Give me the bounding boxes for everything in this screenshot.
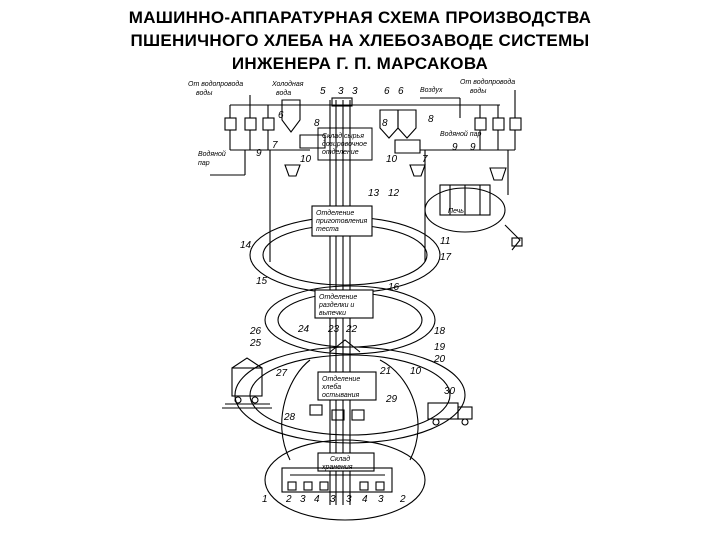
label-dough-3: теста <box>316 226 339 233</box>
ref-number-25: 25 <box>249 338 262 349</box>
diagram-title: МАШИННО-АППАРАТУРНАЯ СХЕМА ПРОИЗВОДСТВА … <box>0 6 720 75</box>
label-cooling-1: Отделение <box>322 375 360 383</box>
ring-floor-2 <box>264 285 436 355</box>
label-steam-right: Водяной пар <box>440 130 481 138</box>
title-line-2: ПШЕНИЧНОГО ХЛЕБА НА ХЛЕБОЗАВОДЕ СИСТЕМЫ <box>130 31 590 50</box>
proofer-ring <box>424 184 523 251</box>
ref-number-6c: 6 <box>278 110 284 121</box>
label-store-2: дозировочное <box>322 140 367 148</box>
ref-number-17: 17 <box>440 252 452 263</box>
label-store-1: Склад сырья <box>322 132 364 140</box>
ref-number-27: 27 <box>275 368 288 379</box>
ref-number-9c: 9 <box>470 142 476 153</box>
ref-number-11: 11 <box>440 236 450 247</box>
top-hoppers <box>281 97 507 181</box>
service-pipes <box>210 90 522 240</box>
ref-number-1: 1 <box>262 494 268 505</box>
label-water-right-1: От водопровода <box>460 78 515 86</box>
bread-carts <box>309 404 365 421</box>
ref-number-28: 28 <box>283 412 296 423</box>
ref-number-30: 30 <box>444 386 456 397</box>
label-dough-1: Отделение <box>316 209 354 217</box>
ref-number-9a: 9 <box>256 148 262 159</box>
label-water-right-2: воды <box>470 87 487 95</box>
ref-number-7b: 7 <box>422 154 428 165</box>
label-steam-left-1: Водяной <box>198 150 226 158</box>
ref-number-4b: 4 <box>362 494 368 505</box>
ref-number-19: 19 <box>434 342 446 353</box>
ref-number-10b: 10 <box>386 154 398 165</box>
label-oven: Печь <box>448 208 464 215</box>
ref-number-7a: 7 <box>272 140 278 151</box>
ref-number-9b: 9 <box>452 142 458 153</box>
label-cooling-2: хлеба <box>321 383 341 391</box>
label-store-3: отделение <box>322 148 359 156</box>
ref-number-3c: 3 <box>300 494 306 505</box>
ref-number-10a: 10 <box>300 154 312 165</box>
ref-number-5: 5 <box>320 86 326 97</box>
label-divide-1: Отделение <box>319 293 357 301</box>
ref-number-22: 22 <box>345 324 358 335</box>
label-dough-2: приготовления <box>316 218 368 225</box>
ref-number-4a: 4 <box>314 494 320 505</box>
ref-number-14: 14 <box>240 240 252 251</box>
ref-number-3e: 3 <box>346 494 352 505</box>
ref-number-24: 24 <box>297 324 310 335</box>
title-line-1: МАШИННО-АППАРАТУРНАЯ СХЕМА ПРОИЗВОДСТВА <box>128 8 592 27</box>
ref-number-12: 12 <box>388 188 400 199</box>
label-air: Воздух <box>420 86 443 94</box>
ref-number-15: 15 <box>256 276 268 287</box>
ref-number-20: 20 <box>433 354 446 365</box>
ref-number-3b: 3 <box>352 86 358 97</box>
label-divide-3: выпечки <box>319 310 346 317</box>
ref-number-2a: 2 <box>285 494 292 505</box>
label-water-left-1: От водопровода <box>188 80 243 88</box>
title-line-3: ИНЖЕНЕРА Г. П. МАРСАКОВА <box>231 54 489 73</box>
label-storage-1: Склад <box>330 455 350 463</box>
delivery-truck-icon <box>427 402 473 426</box>
label-storage-2: хранения <box>321 464 353 471</box>
ref-number-18: 18 <box>434 326 446 337</box>
ref-number-10c: 10 <box>410 366 422 377</box>
ref-number-6a: 6 <box>384 86 390 97</box>
ref-number-3d: 3 <box>330 494 336 505</box>
ring-floor-4 <box>264 439 426 521</box>
ref-number-8c: 8 <box>428 114 434 125</box>
ref-number-8b: 8 <box>382 118 388 129</box>
label-cooling-3: остывания <box>322 392 360 399</box>
ring-floor-1 <box>249 205 441 294</box>
railway-wagon-icon <box>222 357 272 409</box>
label-steam-left-2: пар <box>198 160 210 167</box>
ref-number-29: 29 <box>385 394 398 405</box>
ref-number-23: 23 <box>327 324 340 335</box>
ring-floor-3 <box>234 339 466 461</box>
ref-number-8a: 8 <box>314 118 320 129</box>
label-water-left-2: воды <box>196 89 213 97</box>
ref-number-26: 26 <box>249 326 262 337</box>
label-cold-water-2: вода <box>276 89 291 97</box>
upper-platform <box>317 127 373 161</box>
ref-number-6b: 6 <box>398 86 404 97</box>
ref-number-21: 21 <box>379 366 391 377</box>
ref-number-16: 16 <box>388 282 400 293</box>
label-cold-water-1: Холодная <box>271 80 304 88</box>
ref-number-3a: 3 <box>338 86 344 97</box>
ref-number-3f: 3 <box>378 494 384 505</box>
ref-number-13: 13 <box>368 188 380 199</box>
label-divide-2: разделки и <box>318 301 354 309</box>
ref-number-2b: 2 <box>399 494 406 505</box>
